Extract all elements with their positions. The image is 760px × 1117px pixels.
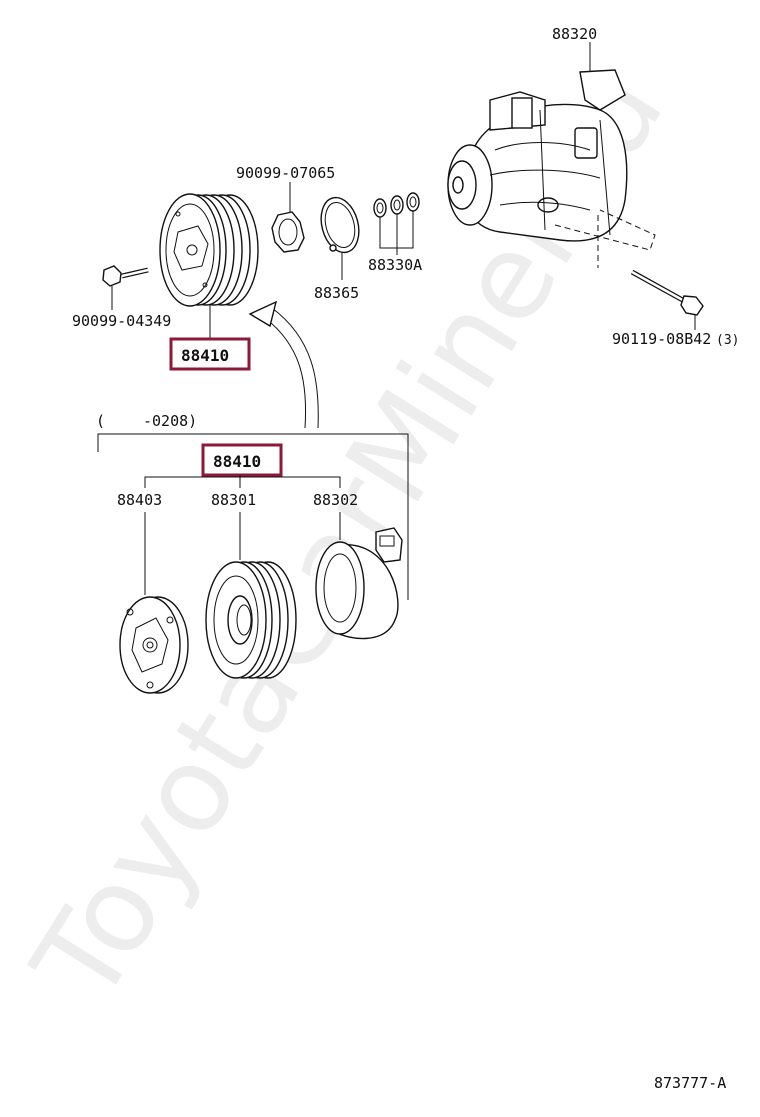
small-snap-ring-illustration[interactable] — [271, 211, 305, 253]
label-88403: 88403 — [117, 491, 162, 509]
label-90119-08B42: 90119-08B42 — [612, 330, 711, 348]
small-bolt-illustration[interactable] — [102, 265, 149, 287]
compressor-illustration[interactable] — [447, 69, 656, 268]
label-90099-07065: 90099-07065 — [236, 164, 335, 182]
label-88410-top[interactable]: 88410 — [181, 346, 229, 365]
label-88365: 88365 — [314, 284, 359, 302]
label-88330A: 88330A — [368, 256, 422, 274]
date-range-to: -0208) — [143, 412, 197, 430]
clutch-hub-illustration[interactable] — [119, 596, 189, 694]
label-88301: 88301 — [211, 491, 256, 509]
label-88302: 88302 — [313, 491, 358, 509]
label-88320: 88320 — [552, 25, 597, 43]
label-88410-group[interactable]: 88410 — [213, 452, 261, 471]
label-90099-04349: 90099-04349 — [72, 312, 171, 330]
large-snap-ring-illustration[interactable] — [315, 193, 364, 256]
date-range-open: ( — [96, 412, 105, 430]
label-88410-top-box[interactable] — [169, 337, 251, 371]
pulley-illustration[interactable] — [205, 561, 297, 679]
figure-code: 873777-A — [654, 1074, 726, 1092]
clutch-assembly-illustration[interactable] — [159, 193, 259, 307]
label-88410-group-box[interactable] — [201, 443, 283, 477]
long-bolt-illustration[interactable] — [630, 269, 704, 316]
shim-rings-illustration[interactable] — [373, 192, 420, 218]
stator-coil-illustration[interactable] — [315, 527, 403, 640]
label-90119-08B42-qty: (3) — [716, 333, 739, 348]
